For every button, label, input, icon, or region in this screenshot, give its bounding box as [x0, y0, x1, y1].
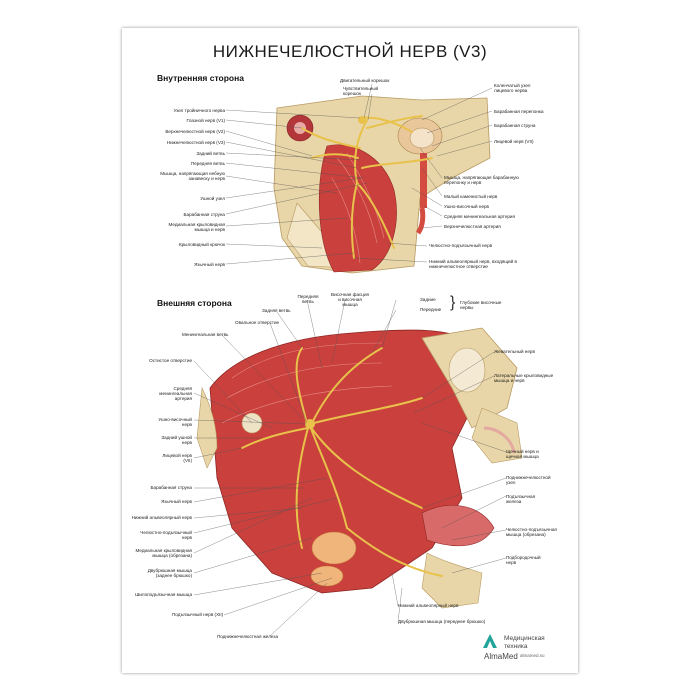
leader-lines-inner [225, 83, 493, 265]
label-inner-maxillary-nerve: Верхнечелюстной нерв (V2) [165, 129, 225, 134]
inner-view [273, 95, 491, 274]
label-outer-posterior-auricular: Задний ушной нерв [161, 435, 192, 446]
deep-temporal-brace: } [450, 294, 456, 311]
label-inner-motor-root: Двигательный корешок [340, 78, 390, 83]
label-inner-mandibular-nerve: Нижнечелюстной нерв (V3) [166, 140, 225, 145]
label-outer-buccal: Щечный нерв и щечная мышца [506, 449, 539, 460]
poster: НИЖНЕЧЕЛЮСТНОЙ НЕРВ (V3) Внутренняя стор… [122, 28, 578, 673]
label-outer-posterior-branch: Задняя ветвь [262, 308, 291, 313]
label-inner-otic-ganglion: Ушной узел [200, 196, 225, 201]
almamed-logo-icon [483, 634, 497, 648]
label-inner-sensory-root: Чувствительный корешок [343, 86, 379, 97]
label-inner-tympanic-membrane: Барабанная перепонка [494, 109, 544, 114]
label-outer-lingual-nerve: Язычный нерв [161, 499, 192, 504]
label-inner-facial-nerve: Лицевой нерв (VII) [494, 139, 534, 144]
label-outer-mental-nerve: Подбородочный нерв [506, 555, 541, 566]
label-outer-digastric-posterior: Двубрюшная мышца (заднее брюшко) [147, 568, 192, 579]
label-outer-mylohyoid-muscle: Челюстно-подъязычная мышца (обрезана) [506, 527, 557, 538]
label-outer-auriculotemporal: Ушно-височный нерв [158, 417, 192, 428]
label-inner-chorda-tympani: Барабанная струна [183, 212, 225, 217]
brand-title: Медицинская техника [504, 635, 545, 650]
label-outer-mylohyoid-nerve: Челюстно-подъязычный нерв [140, 530, 192, 541]
label-outer-deep-temporal: Глубокие височные нервы [460, 300, 502, 311]
outer-view [196, 327, 523, 609]
almamed-logo: Медицинская техника AlmaMed almamed.su [482, 631, 572, 665]
label-outer-submandibular-gland: Поднижнечелюстная железа [217, 634, 278, 639]
label-outer-facial-nerve: Лицевой нерв (VII) [162, 453, 192, 464]
label-outer-anterior-branch: Передняя ветвь [297, 294, 319, 305]
label-outer-masseteric-nerve: Жевательный нерв [494, 349, 535, 354]
label-inner-inferior-alveolar: Нижний альвеолярный нерв, входящий в ниж… [429, 259, 517, 270]
label-outer-hypoglossal: Подъязычный нерв (XII) [172, 612, 224, 617]
label-inner-anterior-branch: Передняя ветвь [190, 161, 225, 166]
label-inner-medial-pterygoid: Медиальная крыловидная мышца и нерв [168, 222, 225, 233]
label-outer-deep-posterior: Задние [420, 297, 436, 302]
label-inner-geniculate-ganglion: Коленчатый узел лицевого нерва [494, 83, 531, 94]
label-inner-lesser-petrosal: Малый каменистый нерв [444, 194, 498, 199]
label-outer-foramen-ovale: Овальное отверстие [235, 320, 280, 325]
label-inner-tensor-tympani: Мышца, напрягающая барабанную перепонку … [444, 175, 519, 186]
label-inner-mylohyoid-nerve: Челюстно-подъязычный нерв [429, 243, 493, 248]
leader-lines-outer [193, 299, 507, 637]
poster-title: НИЖНЕЧЕЛЮСТНОЙ НЕРВ (V3) [212, 42, 488, 61]
label-inner-posterior-branch: Задний ветвь [196, 151, 225, 156]
label-outer-stylohyoid: Шилоподъязычная мышца [135, 592, 192, 597]
label-outer-digastric-anterior: Двубрюшная мышца (переднее брюшко) [398, 619, 486, 624]
label-outer-temporal-fascia: Височная фасция и височная мышца [331, 292, 369, 308]
label-inner-chorda-tympani-right: Барабанная струна [494, 123, 536, 128]
section-inner-title: Внутренняя сторона [157, 73, 244, 83]
section-outer-title: Внешняя сторона [157, 298, 232, 308]
label-outer-deep-anterior: Передние [420, 307, 442, 312]
label-inner-maxillary-artery: Верхнечелюстная артерия [444, 224, 501, 229]
label-outer-middle-meningeal: Средняя менингеальная артерия [159, 386, 192, 402]
label-inner-ophthalmic-nerve: Глазной нерв (V1) [186, 118, 226, 123]
anatomy-illustration [193, 83, 523, 637]
label-outer-inferior-alveolar: Нижний альвеолярный нерв [131, 515, 192, 520]
brand-url: almamed.su [520, 653, 545, 658]
label-outer-foramen-spinosum: Остистое отверстие [149, 358, 192, 363]
label-outer-meningeal-branch: Менингеальная ветвь [182, 332, 229, 337]
label-outer-sublingual-gland: Подъязычная железа [506, 494, 536, 505]
brand-name: AlmaMed [484, 652, 518, 661]
label-inner-trigeminal-ganglion: Узел тройничного нерва [173, 108, 225, 113]
label-inner-tensor-veli-palatini: Мышца, напрягающая небную занавеску и не… [160, 171, 225, 182]
label-outer-inferior-alveolar-right: Нижний альвеолярный нерв [398, 603, 459, 608]
label-outer-chorda-tympani: Барабанная струна [150, 485, 192, 490]
label-outer-medial-pterygoid: Медиальная крыловидная мышца (обрезана) [135, 548, 192, 559]
label-outer-lateral-pterygoid: Латеральные крыловидные мышца и нерв [494, 373, 554, 384]
label-outer-submandibular-ganglion: Поднижнечелюстной узел [506, 475, 551, 486]
label-inner-lingual-nerve: Язычный нерв [194, 262, 225, 267]
label-inner-auriculotemporal: Ушно-височный нерв [444, 204, 489, 209]
label-inner-pterygoid-hamulus: Крыловидный крючок [178, 242, 225, 247]
label-inner-middle-meningeal-artery: Средняя менингеальная артерия [444, 214, 515, 219]
